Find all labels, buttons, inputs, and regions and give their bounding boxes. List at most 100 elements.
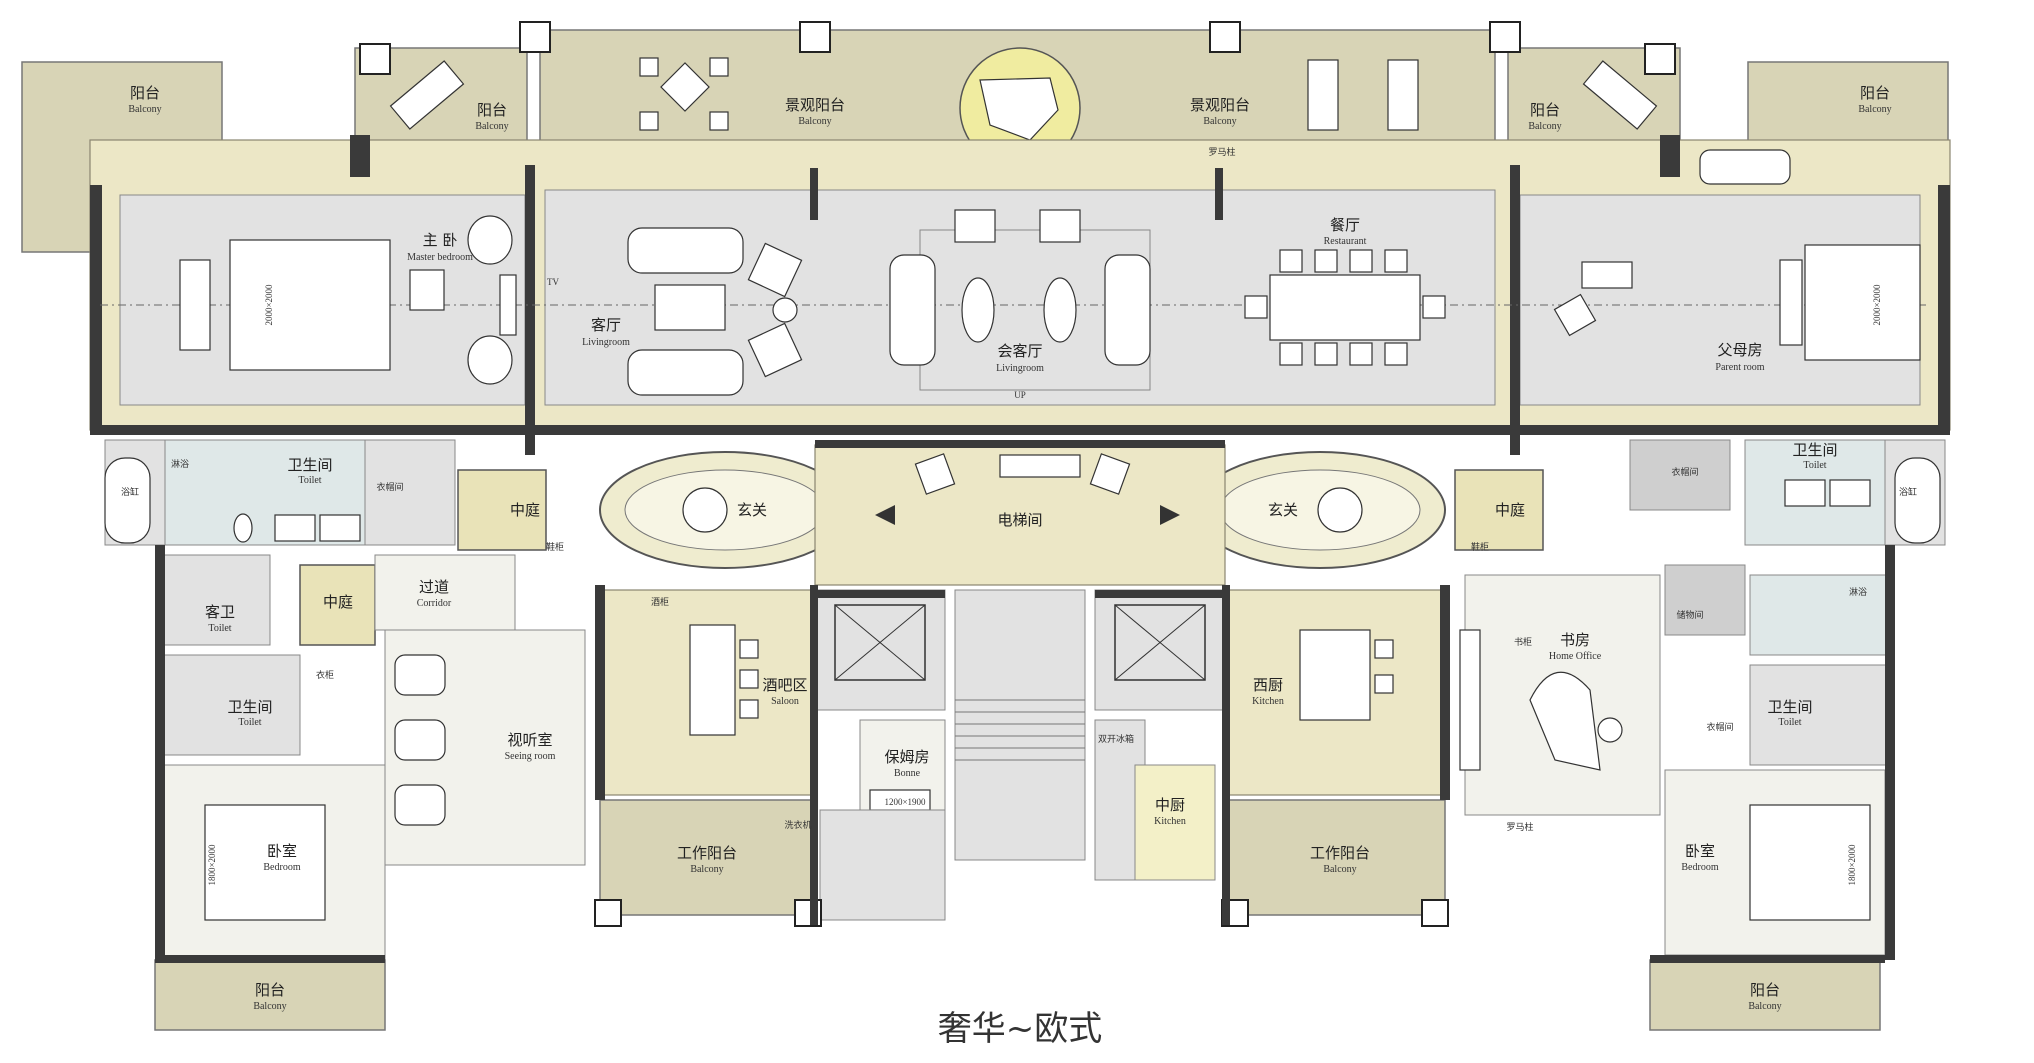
- armchair: [954, 209, 996, 243]
- label-cn: 中厨: [1155, 796, 1185, 814]
- label-cn: 阳台: [255, 981, 285, 999]
- label-cn: 过道: [419, 578, 449, 596]
- wall: [90, 185, 102, 430]
- lounge-chair: [1387, 59, 1419, 131]
- note: 衣帽间: [1706, 721, 1733, 732]
- lounge-chair: [389, 60, 465, 130]
- bath-r: [1749, 574, 1891, 656]
- note: 鞋柜: [546, 541, 564, 552]
- armchair: [747, 322, 803, 378]
- basin: [319, 514, 361, 542]
- label-cn: 卫生间: [1767, 698, 1812, 716]
- label-en: Balcony: [1748, 1001, 1781, 1012]
- label-cn: 景观阳台: [785, 96, 845, 114]
- note: 浴缸: [121, 486, 139, 497]
- label-en: Kitchen: [1154, 816, 1186, 827]
- label-cn: 书房: [1560, 631, 1590, 649]
- elevator-shaft-right: [1094, 589, 1226, 711]
- label-cn: 卧室: [267, 842, 297, 860]
- label-cn: 保姆房: [884, 748, 929, 766]
- arrow-left-icon: [875, 505, 895, 525]
- note: 2000×2000: [1872, 284, 1882, 326]
- round-table: [682, 487, 728, 533]
- room-labels: 阳台 Balcony 阳台 Balcony 景观阳台 Balcony 景观阳台 …: [128, 84, 1891, 1012]
- label-en: Balcony: [1858, 104, 1891, 115]
- note: 书柜: [1514, 636, 1532, 647]
- note: UP: [1014, 390, 1026, 400]
- label-en: Toilet: [298, 475, 321, 486]
- label-cn: 工作阳台: [1310, 844, 1370, 862]
- label-en: Parent room: [1715, 362, 1764, 373]
- label-cn: 西厨: [1253, 676, 1283, 694]
- label-cn: 中庭: [1495, 501, 1525, 519]
- round-table: [1317, 487, 1363, 533]
- arrow-right-icon: [1160, 505, 1180, 525]
- chair: [1553, 293, 1597, 337]
- plan-caption: 奢华~欧式: [938, 1009, 1103, 1049]
- note: 衣柜: [316, 669, 334, 680]
- stairwell: [954, 589, 1086, 861]
- label-cn: 酒吧区: [762, 676, 807, 694]
- dining-chairs: [1244, 249, 1446, 366]
- elevator-shaft-left: [814, 589, 946, 711]
- label-cn: 会客厅: [997, 342, 1042, 360]
- label-cn: 阳台: [1750, 981, 1780, 999]
- label-en: Bonne: [894, 768, 921, 779]
- note: 储物间: [1676, 609, 1703, 620]
- lower-band: [154, 440, 1895, 1031]
- label-cn: 客卫: [205, 603, 235, 621]
- label-cn: 中庭: [323, 593, 353, 611]
- coffee-table: [654, 284, 726, 331]
- elevator-car: [1114, 604, 1206, 681]
- label-en: Balcony: [1323, 864, 1356, 875]
- basin: [1784, 479, 1826, 507]
- pillar: [1489, 21, 1521, 53]
- bathtub-r: [1894, 457, 1941, 544]
- lounge-chair: [1307, 59, 1339, 131]
- recliner: [394, 654, 446, 696]
- bonne-bath: [819, 809, 946, 921]
- label-cn: 玄关: [1268, 501, 1298, 519]
- label-en: Saloon: [771, 696, 799, 707]
- guest-toilet: [159, 554, 271, 646]
- courtyard-right: [1454, 469, 1544, 551]
- tv-cabinet: [499, 274, 517, 336]
- coffee-table: [961, 277, 995, 343]
- toilet-mr: [1749, 664, 1891, 766]
- note: TV: [547, 277, 559, 287]
- label-en: Balcony: [253, 1001, 286, 1012]
- label-cn: 卫生间: [287, 456, 332, 474]
- balcony-bottom-left: [154, 959, 386, 1031]
- pillar: [1209, 21, 1241, 53]
- note: 淋浴: [1849, 586, 1867, 597]
- label-en: Livingroom: [996, 363, 1044, 374]
- basin: [1829, 479, 1871, 507]
- sofa: [627, 227, 744, 274]
- label-cn: 电梯间: [997, 511, 1042, 529]
- armchair: [467, 215, 513, 265]
- master-bed: [229, 239, 391, 371]
- lounge-chair: [1582, 60, 1658, 130]
- label-cn: 中庭: [510, 501, 540, 519]
- label-en: Toilet: [238, 717, 261, 728]
- armchair: [467, 335, 513, 385]
- label-en: Bedroom: [263, 862, 300, 873]
- pillar: [799, 21, 831, 53]
- sofa: [889, 254, 936, 366]
- label-cn: 阳台: [130, 84, 160, 102]
- annotations: 罗马柱 罗马柱 TV 淋浴 浴缸 浴缸 淋浴 衣帽间 衣帽间 衣帽间 鞋柜 鞋柜…: [121, 146, 1917, 886]
- label-en: Balcony: [1528, 121, 1561, 132]
- recliner: [394, 719, 446, 761]
- wall: [525, 165, 535, 455]
- wall: [1215, 168, 1223, 220]
- label-cn: 卫生间: [227, 698, 272, 716]
- wall: [90, 425, 1950, 435]
- grand-piano: [979, 77, 1059, 141]
- label-en: Home Office: [1549, 651, 1602, 662]
- wall: [1660, 135, 1680, 177]
- label-cn: 工作阳台: [677, 844, 737, 862]
- note: 衣帽间: [1671, 466, 1698, 477]
- label-en: Toilet: [1778, 717, 1801, 728]
- note: 罗马柱: [1506, 821, 1533, 832]
